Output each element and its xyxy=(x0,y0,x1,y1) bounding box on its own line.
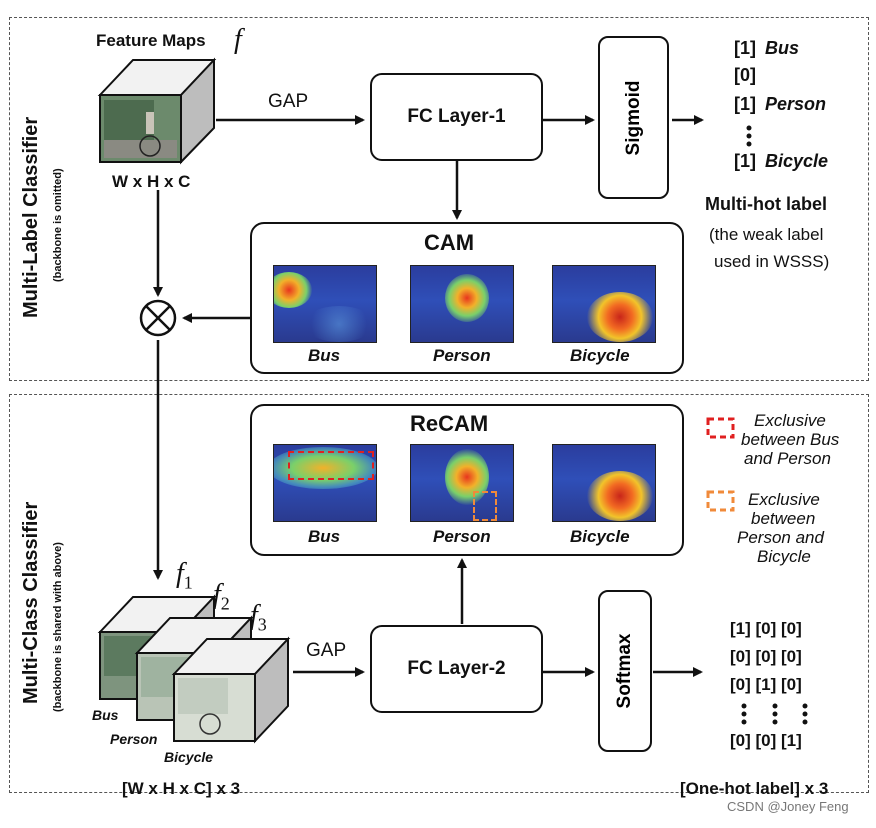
feature-symbol-2: f2 xyxy=(213,579,230,615)
legend-text-person-bicycle-3: Person and xyxy=(737,528,824,547)
output-bicycle-name: Bicycle xyxy=(765,151,829,171)
output-person-value: [1] xyxy=(734,94,756,114)
onehot-row-1: [1] [0] [0] xyxy=(730,619,802,638)
watermark: CSDN @Joney Feng xyxy=(727,799,849,814)
onehot-row-4: [0] [0] [1] xyxy=(730,731,802,750)
multi-hot-note-1: (the weak label xyxy=(709,225,824,244)
onehot-title: [One-hot label] x 3 xyxy=(680,779,829,798)
recam-label-bicycle: Bicycle xyxy=(570,527,630,546)
cam-label-bus: Bus xyxy=(308,346,341,365)
top-dims-label: W x H x C xyxy=(112,172,191,191)
softmax-box: Softmax xyxy=(598,590,652,752)
softmax-label: Softmax xyxy=(614,633,635,709)
top-gap-label: GAP xyxy=(268,91,309,112)
output-bus: [1] Bus xyxy=(734,38,799,59)
legend-marker-bus-person xyxy=(706,417,735,439)
legend-marker-person-bicycle xyxy=(706,490,735,512)
recam-heatmap-bus xyxy=(273,444,377,522)
cam-heatmap-bicycle xyxy=(552,265,656,343)
legend-text-bus-person-1: Exclusive xyxy=(754,411,826,430)
recam-label-person: Person xyxy=(433,527,491,546)
stack-label-bicycle: Bicycle xyxy=(164,749,214,765)
recam-title: ReCAM xyxy=(410,411,489,436)
sigmoid-label: Sigmoid xyxy=(622,80,644,155)
feature-symbol-2-text: f2 xyxy=(213,579,230,614)
output-empty-value: [0] xyxy=(734,65,756,85)
output-person-name: Person xyxy=(765,94,827,114)
output-bicycle: [1] Bicycle xyxy=(734,151,828,172)
cam-title: CAM xyxy=(424,230,475,255)
recam-label-bus: Bus xyxy=(308,527,341,546)
feature-maps-label: Feature Maps xyxy=(96,31,206,50)
legend-text-person-bicycle-4: Bicycle xyxy=(757,547,811,566)
top-output-ellipsis xyxy=(746,125,752,147)
bottom-dims-label: [W x H x C] x 3 xyxy=(122,779,241,798)
fc-layer-2-box: FC Layer-2 xyxy=(370,625,543,713)
bottom-gap-label: GAP xyxy=(306,640,347,661)
multi-hot-note-2: used in WSSS) xyxy=(714,252,830,271)
cam-heatmap-bus xyxy=(273,265,377,343)
recam-heatmap-bicycle xyxy=(552,444,656,522)
cam-heatmap-person xyxy=(410,265,514,343)
legend-text-person-bicycle-1: Exclusive xyxy=(748,490,820,509)
onehot-row-3: [0] [1] [0] xyxy=(730,675,802,694)
stack-label-person: Person xyxy=(110,731,158,747)
output-bus-name: Bus xyxy=(765,38,800,58)
bottom-output-ellipsis xyxy=(741,703,808,725)
legend-text-bus-person-2: between Bus xyxy=(741,430,840,449)
cam-label-person: Person xyxy=(433,346,491,365)
feature-symbol-3-text: f3 xyxy=(250,600,267,635)
output-person: [1] Person xyxy=(734,94,826,115)
multi-label-section xyxy=(9,17,869,381)
fc-layer-1-box: FC Layer-1 xyxy=(370,73,543,161)
feature-stack-cube-3 xyxy=(171,636,291,744)
feature-symbol-1-text: f1 xyxy=(176,558,193,593)
feature-symbol: f xyxy=(234,24,242,55)
sigmoid-box: Sigmoid xyxy=(598,36,669,199)
cam-label-bicycle: Bicycle xyxy=(570,346,630,365)
recam-heatmap-person xyxy=(410,444,514,522)
output-bus-value: [1] xyxy=(734,38,756,58)
output-bicycle-value: [1] xyxy=(734,151,756,171)
legend-text-bus-person-3: and Person xyxy=(744,449,831,468)
legend-text-person-bicycle-2: between xyxy=(751,509,816,528)
feature-map-cube xyxy=(97,57,217,165)
multiply-symbol xyxy=(139,299,177,337)
feature-symbol-3: f3 xyxy=(250,600,267,636)
multi-hot-title: Multi-hot label xyxy=(705,194,827,214)
onehot-row-2: [0] [0] [0] xyxy=(730,647,802,666)
multi-class-section xyxy=(9,394,869,793)
feature-symbol-1: f1 xyxy=(176,558,193,594)
stack-label-bus: Bus xyxy=(92,707,119,723)
